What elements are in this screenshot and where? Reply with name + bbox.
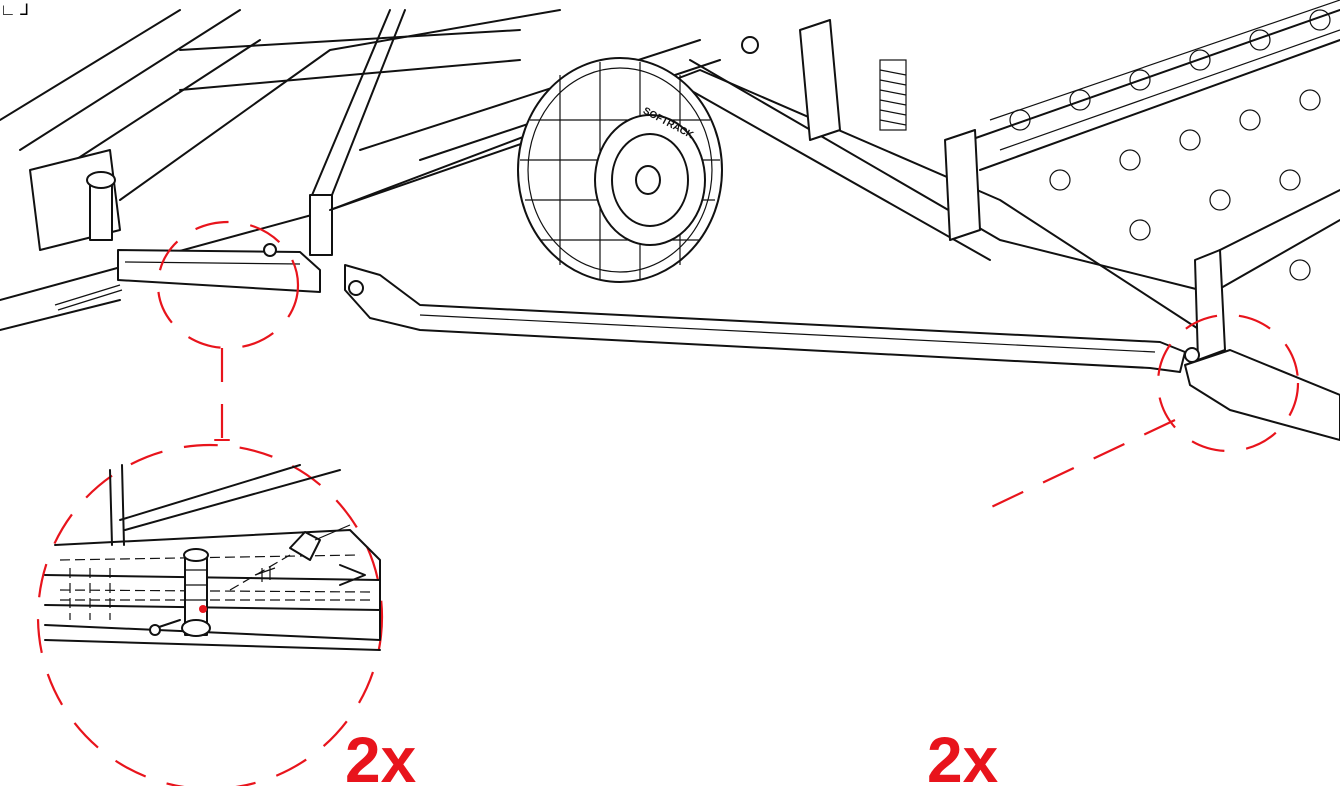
quantity-label-left: 2x <box>345 724 417 796</box>
detail-view-right: ∟ ⅃ <box>0 2 30 19</box>
wheel: SOFTRACK <box>517 57 723 283</box>
callout-marker-right <box>984 313 1300 511</box>
tine-coils <box>1009 9 1331 281</box>
detail-view-left <box>36 443 384 786</box>
quantity-label-right: 2x <box>927 724 999 796</box>
callout-marker-left <box>156 220 300 441</box>
pin-highlight-left <box>199 605 207 613</box>
machine-frame <box>0 0 1340 441</box>
